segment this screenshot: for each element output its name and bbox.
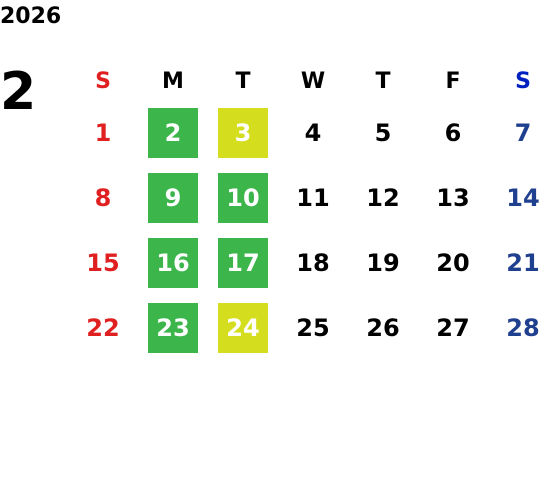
- day-cell-monday: 9: [138, 165, 208, 230]
- calendar-day[interactable]: 21: [506, 248, 540, 277]
- day-cell-sunday: 8: [68, 165, 138, 230]
- week-row: 8 9 10 11 12 13 14: [68, 165, 548, 230]
- calendar-day[interactable]: 27: [436, 313, 470, 342]
- weekday-wednesday: W: [300, 68, 326, 94]
- day-cell-tuesday: 17: [208, 230, 278, 295]
- calendar-day[interactable]: 6: [444, 118, 462, 147]
- day-cell-saturday: 28: [488, 295, 548, 360]
- calendar-day[interactable]: 11: [296, 183, 330, 212]
- year-label: 2026: [0, 4, 62, 29]
- day-cell-thursday: 12: [348, 165, 418, 230]
- calendar-day[interactable]: 26: [366, 313, 400, 342]
- day-cell-monday: 16: [138, 230, 208, 295]
- calendar-day[interactable]: 20: [436, 248, 470, 277]
- day-cell-wednesday: 11: [278, 165, 348, 230]
- weekday-saturday: S: [515, 68, 531, 94]
- week-row: 15 16 17 18 19 20 21: [68, 230, 548, 295]
- day-cell-saturday: 14: [488, 165, 548, 230]
- day-cell-monday: 2: [138, 100, 208, 165]
- day-cell-wednesday: 4: [278, 100, 348, 165]
- calendar-day[interactable]: 7: [514, 118, 532, 147]
- day-cell-tuesday: 10: [208, 165, 278, 230]
- day-cell-wednesday: 18: [278, 230, 348, 295]
- calendar-day[interactable]: 16: [148, 237, 198, 288]
- calendar-day[interactable]: 5: [374, 118, 392, 147]
- day-cell-thursday: 5: [348, 100, 418, 165]
- day-cell-saturday: 21: [488, 230, 548, 295]
- calendar-day[interactable]: 3: [218, 107, 268, 158]
- calendar-day[interactable]: 25: [296, 313, 330, 342]
- calendar-day[interactable]: 23: [148, 302, 198, 353]
- weekday-tuesday: T: [235, 68, 251, 94]
- day-cell-monday: 23: [138, 295, 208, 360]
- weekday-friday: F: [445, 68, 461, 94]
- calendar-day[interactable]: 19: [366, 248, 400, 277]
- day-cell-tuesday: 3: [208, 100, 278, 165]
- day-cell-wednesday: 25: [278, 295, 348, 360]
- week-row: 22 23 24 25 26 27 28: [68, 295, 548, 360]
- day-cell-sunday: 1: [68, 100, 138, 165]
- calendar-day[interactable]: 24: [218, 302, 268, 353]
- day-cell-saturday: 7: [488, 100, 548, 165]
- calendar-day[interactable]: 22: [86, 313, 120, 342]
- calendar-day[interactable]: 18: [296, 248, 330, 277]
- day-cell-friday: 20: [418, 230, 488, 295]
- day-cell-friday: 27: [418, 295, 488, 360]
- calendar-day[interactable]: 8: [94, 183, 112, 212]
- day-cell-friday: 6: [418, 100, 488, 165]
- calendar-day[interactable]: 4: [304, 118, 322, 147]
- day-cell-thursday: 19: [348, 230, 418, 295]
- calendar-day[interactable]: 12: [366, 183, 400, 212]
- weekday-thursday: T: [375, 68, 391, 94]
- weekday-monday: M: [162, 68, 184, 94]
- calendar-day[interactable]: 15: [86, 248, 120, 277]
- calendar-day[interactable]: 2: [148, 107, 198, 158]
- calendar-day[interactable]: 10: [218, 172, 268, 223]
- day-cell-friday: 13: [418, 165, 488, 230]
- day-cell-thursday: 26: [348, 295, 418, 360]
- calendar-day[interactable]: 1: [94, 118, 112, 147]
- day-cell-sunday: 15: [68, 230, 138, 295]
- calendar-day[interactable]: 13: [436, 183, 470, 212]
- calendar-day[interactable]: 28: [506, 313, 540, 342]
- month-label: 2: [0, 62, 37, 122]
- calendar-day[interactable]: 9: [148, 172, 198, 223]
- weekday-header: S M T W T F S: [68, 62, 548, 100]
- weekday-sunday: S: [95, 68, 111, 94]
- calendar-day[interactable]: 14: [506, 183, 540, 212]
- calendar-day[interactable]: 17: [218, 237, 268, 288]
- day-cell-sunday: 22: [68, 295, 138, 360]
- day-cell-tuesday: 24: [208, 295, 278, 360]
